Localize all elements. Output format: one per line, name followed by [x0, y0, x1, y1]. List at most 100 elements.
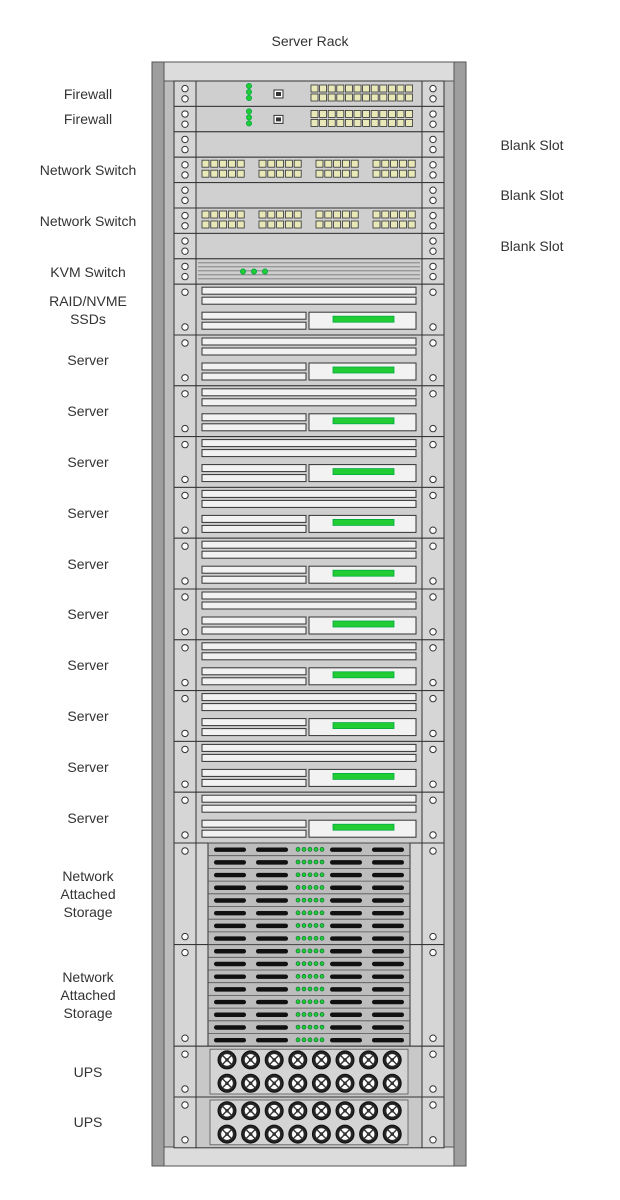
drive-slot — [330, 910, 362, 916]
status-led — [239, 268, 246, 275]
drive-slot — [256, 847, 288, 852]
fan-hub — [248, 1058, 253, 1062]
drive-slot — [330, 1012, 362, 1017]
drive-led — [307, 1037, 313, 1043]
screw — [429, 694, 437, 703]
fan-hub — [248, 1081, 253, 1086]
drive-led — [295, 885, 301, 890]
screw — [181, 237, 189, 245]
fan-hub — [272, 1132, 277, 1136]
screw — [181, 440, 189, 449]
rack-bottom-cap — [163, 1146, 455, 1167]
drive-bay — [201, 718, 307, 727]
drive-bay — [201, 321, 307, 330]
drive-led — [307, 923, 313, 928]
drive-slot — [214, 987, 246, 992]
fan-hub — [343, 1058, 347, 1062]
mount-ear-left — [173, 182, 197, 209]
screw — [181, 110, 189, 118]
fan-hub — [296, 1108, 300, 1113]
screw — [429, 796, 437, 804]
mount-ear-right — [421, 156, 445, 184]
screw — [429, 120, 437, 128]
ethernet-port — [407, 210, 416, 219]
drive-slot — [330, 1037, 362, 1043]
mount-ear-left — [173, 207, 197, 234]
screw — [429, 323, 437, 331]
drive-bay — [201, 652, 417, 661]
fan-hub — [272, 1081, 277, 1086]
drive-slot — [214, 847, 246, 852]
ethernet-port — [201, 220, 210, 229]
ups-label: UPS — [73, 1114, 103, 1131]
drive-bay — [201, 499, 417, 508]
drive-slot — [372, 936, 404, 941]
server-unit — [173, 283, 445, 336]
drive-slot — [256, 1025, 288, 1030]
screw — [429, 110, 437, 118]
screw — [181, 729, 189, 738]
ethernet-port — [362, 93, 371, 102]
screw — [181, 1136, 189, 1144]
front-panel — [195, 182, 423, 209]
screw — [181, 247, 189, 255]
screw — [181, 831, 189, 839]
drive-slot — [214, 974, 246, 979]
ethernet-port — [315, 159, 324, 168]
screw — [429, 1136, 437, 1144]
fan-hub — [296, 1081, 300, 1086]
drive-slot — [372, 1025, 404, 1030]
status-led — [245, 83, 252, 90]
drive-led — [301, 872, 307, 878]
ethernet-port — [258, 220, 267, 229]
mount-ear-right — [421, 207, 445, 234]
drive-led — [313, 999, 319, 1005]
console-port-pin — [276, 117, 281, 122]
drive-slot — [256, 999, 288, 1005]
ethernet-port — [284, 159, 293, 168]
drive-slot — [330, 898, 362, 903]
front-panel — [195, 131, 423, 158]
screw — [429, 186, 437, 194]
drive-led — [319, 897, 325, 903]
drive-led — [295, 986, 301, 992]
ethernet-port — [284, 210, 293, 219]
drive-slot — [372, 923, 404, 929]
drive-bay — [201, 753, 417, 762]
drive-slot — [330, 847, 362, 852]
status-bar — [332, 366, 395, 374]
server-unit — [173, 690, 445, 742]
screw — [429, 247, 437, 255]
drive-bay — [201, 819, 307, 828]
screw — [429, 374, 437, 382]
screw — [429, 948, 437, 957]
drive-bay — [201, 449, 417, 458]
screw — [181, 95, 189, 103]
blank-label: Blank Slot — [500, 238, 564, 255]
ethernet-port — [324, 159, 333, 168]
ethernet-port — [236, 169, 245, 178]
drive-led — [295, 910, 301, 916]
status-bar — [332, 519, 395, 526]
fan-hub — [390, 1081, 395, 1086]
drive-led — [319, 1037, 325, 1043]
server-label: Server — [67, 606, 109, 623]
drive-led — [313, 885, 319, 890]
ethernet-port — [219, 169, 228, 178]
drive-bay — [201, 362, 307, 371]
ethernet-port — [370, 110, 379, 118]
fan-hub — [319, 1081, 324, 1086]
nas-unit — [173, 944, 445, 1047]
ethernet-port — [407, 159, 416, 168]
screw — [181, 780, 189, 788]
status-bar — [332, 417, 395, 425]
screw — [429, 1085, 437, 1093]
ethernet-port — [324, 169, 333, 178]
status-bar — [332, 468, 395, 476]
ethernet-port — [344, 119, 353, 127]
drive-slot — [256, 936, 288, 941]
drive-slot — [256, 885, 288, 890]
ethernet-port — [350, 169, 359, 178]
server-label: Server — [67, 758, 109, 775]
